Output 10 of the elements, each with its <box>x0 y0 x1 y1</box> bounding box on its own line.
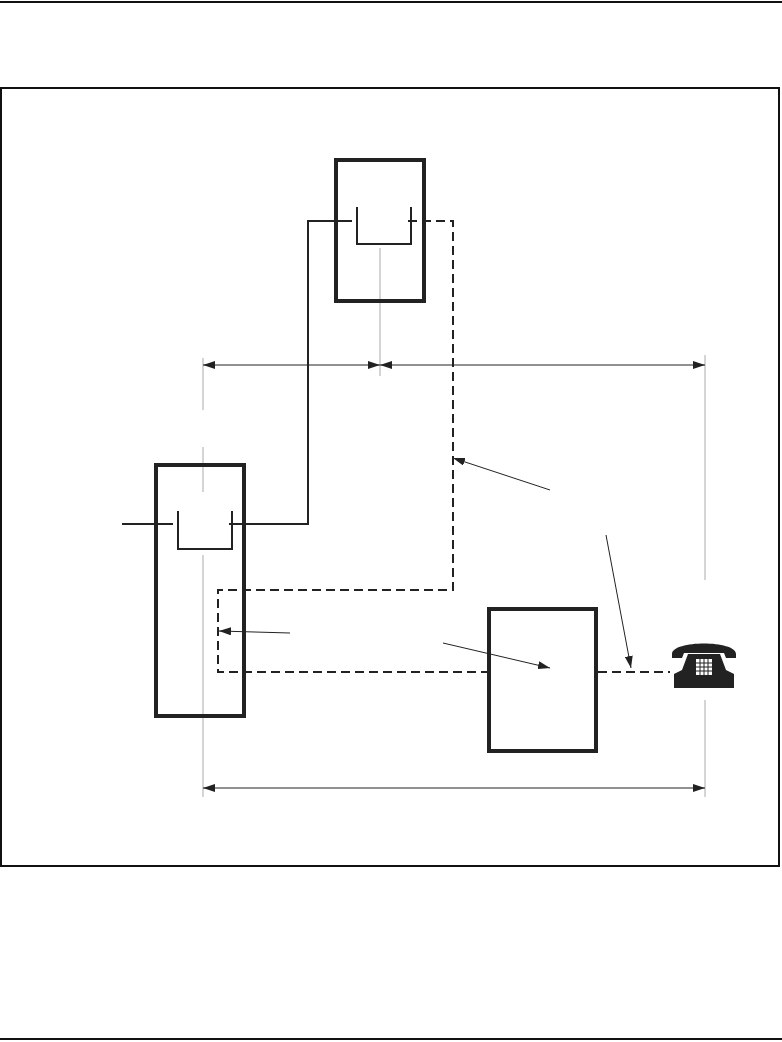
jack-socket <box>177 511 233 550</box>
equipment-box <box>487 607 598 753</box>
dashed-cable <box>597 671 671 673</box>
equipment-box <box>334 158 426 303</box>
jack-socket <box>356 207 412 245</box>
dashed-cable <box>217 220 488 673</box>
equipment-box <box>154 463 246 718</box>
leader-line <box>442 642 551 670</box>
cable-line <box>228 220 353 525</box>
cable-line <box>121 523 174 525</box>
